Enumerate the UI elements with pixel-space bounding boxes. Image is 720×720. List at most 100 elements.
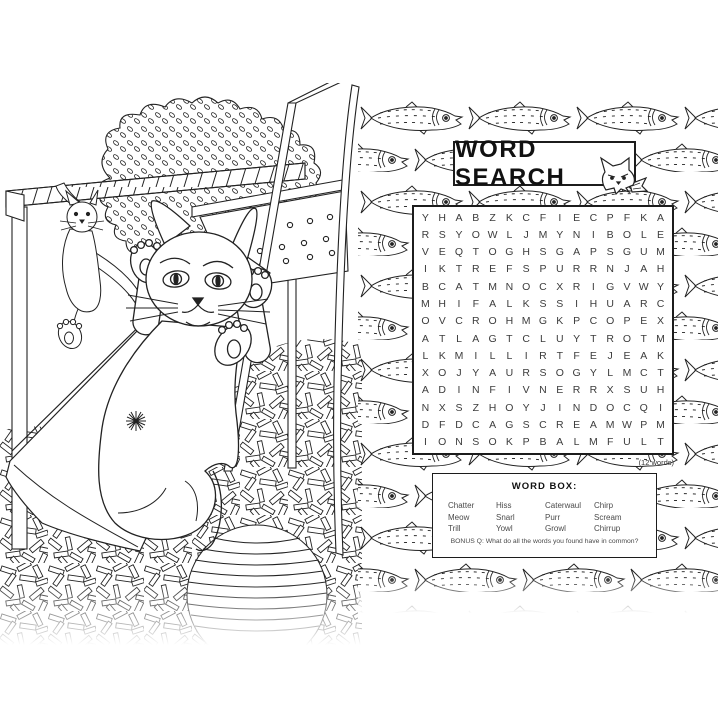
grid-letter: A <box>556 436 564 449</box>
word-box-word: Hiss <box>496 501 512 510</box>
grid-letter: A <box>573 246 581 259</box>
grid-letter: G <box>622 246 632 259</box>
grid-letter: T <box>590 332 597 345</box>
grid-letter: N <box>572 401 581 414</box>
grid-letter: Y <box>522 401 530 414</box>
grid-letter: L <box>506 228 513 241</box>
grid-letter: N <box>455 436 463 449</box>
grid-letter: H <box>522 246 530 259</box>
grid-letter: J <box>523 228 529 241</box>
grid-letter: M <box>488 280 497 293</box>
grid-letter: G <box>555 246 564 259</box>
grid-letter: E <box>438 246 446 259</box>
grid-letter: N <box>505 280 514 293</box>
grid-letter: I <box>591 280 595 293</box>
grid-letter: T <box>657 436 664 449</box>
grid-letter: D <box>438 384 446 397</box>
grid-letter: F <box>573 349 580 362</box>
coloring-illustration <box>0 83 362 645</box>
grid-letter: X <box>556 280 564 293</box>
grid-letter: A <box>623 298 631 311</box>
grid-letter: Q <box>454 246 464 259</box>
grid-letter: F <box>606 436 614 449</box>
grid-letter: R <box>639 298 648 311</box>
grid-letter: M <box>656 332 665 345</box>
grid-letter: N <box>471 384 480 397</box>
grid-letter: N <box>572 228 581 241</box>
grid-letter: A <box>489 298 497 311</box>
grid-letter: D <box>455 419 463 432</box>
grid-letter: C <box>639 367 648 380</box>
grid-letter: A <box>640 349 648 362</box>
grid-letter: T <box>657 367 664 380</box>
grid-letter: T <box>472 246 479 259</box>
grid-letter: L <box>506 298 513 311</box>
grid-letter: G <box>505 246 514 259</box>
grid-letter: S <box>539 367 547 380</box>
grid-letter: F <box>539 211 547 224</box>
grid-letter: R <box>555 419 564 432</box>
grid-letter: G <box>505 419 514 432</box>
grid-letter: I <box>423 263 427 276</box>
word-box-word: Caterwaul <box>545 501 582 510</box>
grid-letter: V <box>438 315 446 328</box>
grid-letter: R <box>421 228 430 241</box>
grid-letter: W <box>622 419 632 432</box>
grid-letter: C <box>539 419 547 432</box>
grid-letter: Q <box>639 401 648 414</box>
grid-letter: J <box>607 349 613 362</box>
grid-letter: K <box>640 211 648 224</box>
grid-letter: E <box>573 419 581 432</box>
grid-letter: H <box>438 298 446 311</box>
grid-letter: N <box>606 263 614 276</box>
grid-letter: O <box>438 367 447 380</box>
grid-letter: M <box>656 419 665 432</box>
grid-letter: F <box>472 298 479 311</box>
grid-letter: M <box>588 436 598 449</box>
grid-letter: X <box>606 384 614 397</box>
grid-letter: U <box>606 298 614 311</box>
grid-letter: B <box>606 228 614 241</box>
grid-letter: O <box>522 280 531 293</box>
word-box-word: Chirrup <box>594 524 621 533</box>
grid-letter: A <box>455 280 463 293</box>
grid-letter: S <box>606 246 614 259</box>
word-box-word: Yowl <box>496 524 513 533</box>
grid-letter: C <box>656 298 665 311</box>
grid-letter: O <box>555 367 564 380</box>
grid-letter: H <box>488 401 497 414</box>
grid-letter: D <box>421 419 430 432</box>
grid-letter: I <box>457 298 461 311</box>
grid-letter: Y <box>556 228 564 241</box>
grid-letter: Y <box>472 367 480 380</box>
grid-letter: S <box>455 401 463 414</box>
grid-letter: H <box>589 298 598 311</box>
word-count-note: (12 words) <box>638 458 674 467</box>
grid-letter: P <box>623 315 631 328</box>
grid-letter: P <box>573 315 581 328</box>
grid-letter: R <box>572 384 581 397</box>
grid-letter: Y <box>421 211 429 224</box>
grid-letter: K <box>556 315 564 328</box>
grid-letter: F <box>489 384 496 397</box>
grid-letter: Y <box>455 228 463 241</box>
grid-letter: O <box>488 436 497 449</box>
grid-letter: E <box>589 349 597 362</box>
grid-letter: B <box>421 280 429 293</box>
grid-letter: S <box>522 263 530 276</box>
grid-letter: A <box>489 367 497 380</box>
grid-letter: Y <box>573 332 581 345</box>
grid-letter: O <box>505 401 514 414</box>
